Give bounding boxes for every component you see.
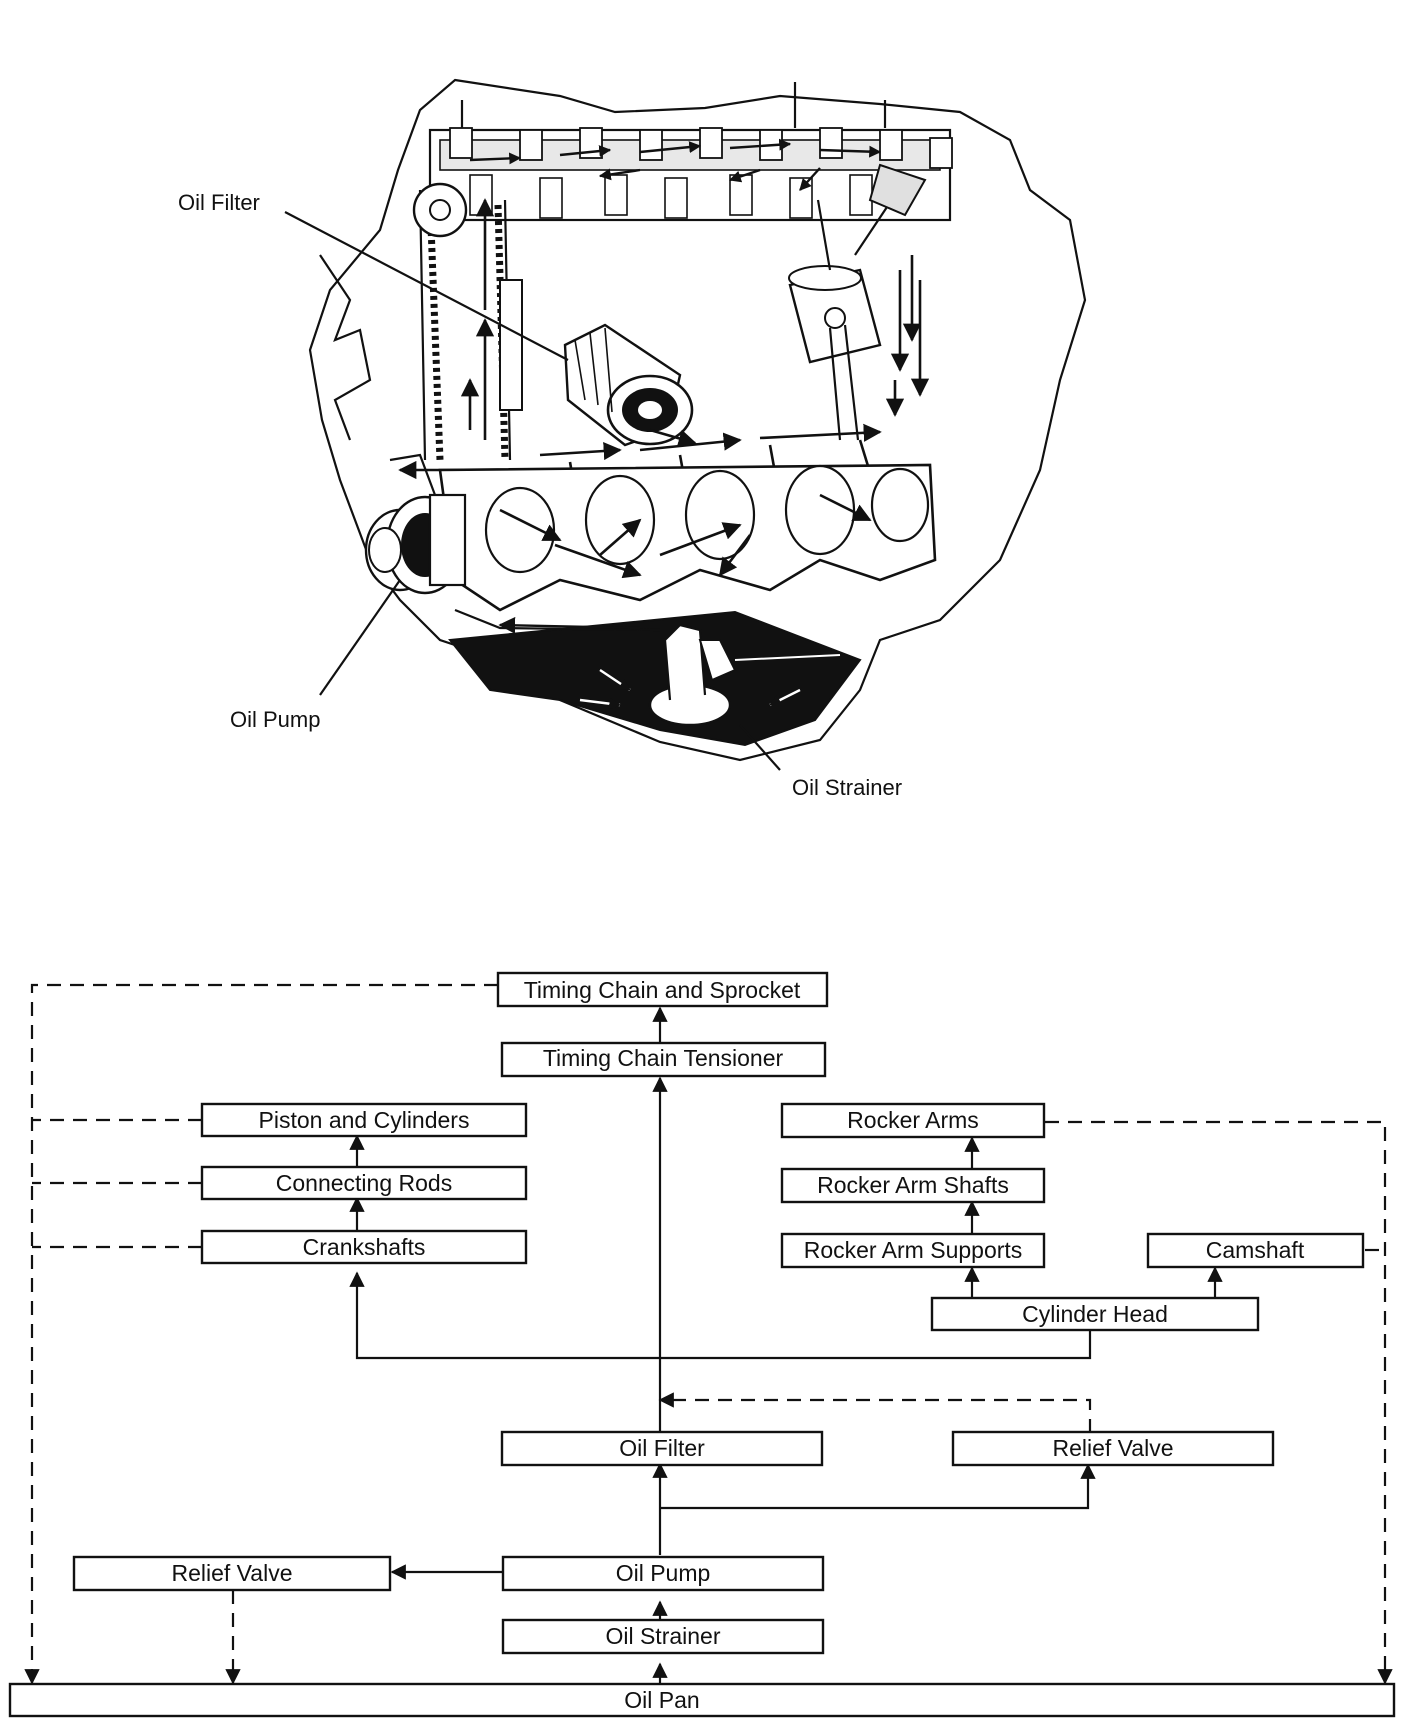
- engine-mount-outline: [319, 254, 372, 441]
- engine-block-outline: [308, 78, 1087, 762]
- cylinder-head-assembly: [428, 82, 953, 222]
- oil-pump-leader: [319, 579, 401, 696]
- rocker-arms-box: Rocker Arms: [780, 1102, 1046, 1139]
- oil-pan-illustration: [448, 608, 862, 747]
- oil-strainer-box-label: Oil Strainer: [605, 1623, 720, 1649]
- timing-chain-sprocket-label: Timing Chain and Sprocket: [524, 977, 801, 1003]
- rocker-arms-label: Rocker Arms: [847, 1107, 979, 1133]
- oil-filter-box: Oil Filter: [500, 1430, 824, 1467]
- timing-chain-tensioner-box: Timing Chain Tensioner: [500, 1041, 827, 1078]
- relief-valve-right-label: Relief Valve: [1052, 1435, 1173, 1461]
- relief-valve-right-box: Relief Valve: [951, 1430, 1275, 1467]
- solid-flow-lines: [349, 1006, 1223, 1683]
- relief-valve-left-box: Relief Valve: [72, 1555, 392, 1592]
- rocker-arm-supports-label: Rocker Arm Supports: [804, 1237, 1023, 1263]
- oil-strainer-label: Oil Strainer: [792, 775, 902, 800]
- connecting-rods-box: Connecting Rods: [200, 1165, 528, 1201]
- oil-filter-leader: [284, 211, 569, 361]
- oil-strainer-leader: [739, 724, 781, 771]
- timing-chain-tensioner-label: Timing Chain Tensioner: [543, 1045, 784, 1071]
- piston-cylinders-box: Piston and Cylinders: [200, 1102, 528, 1138]
- oil-filter-box-label: Oil Filter: [619, 1435, 705, 1461]
- engine-illustration: Oil Filter Oil Pump Oil Strainer: [178, 78, 1087, 800]
- lubrication-flowchart: Timing Chain and Sprocket Timing Chain T…: [8, 971, 1396, 1718]
- oil-strainer-box: Oil Strainer: [501, 1618, 825, 1655]
- rocker-arm-shafts-label: Rocker Arm Shafts: [817, 1172, 1009, 1198]
- oil-pan-box-label: Oil Pan: [624, 1687, 699, 1713]
- crankshaft: [364, 453, 937, 612]
- cylinder-head-label: Cylinder Head: [1022, 1301, 1168, 1327]
- camshaft-box: Camshaft: [1146, 1232, 1365, 1269]
- dashed-return-lines: [24, 983, 1393, 1685]
- oil-filter-label: Oil Filter: [178, 190, 260, 215]
- crankshafts-label: Crankshafts: [303, 1234, 426, 1260]
- connecting-rods-label: Connecting Rods: [276, 1170, 452, 1196]
- camshaft-label: Camshaft: [1206, 1237, 1305, 1263]
- oil-pump-box: Oil Pump: [501, 1555, 825, 1592]
- crankshafts-box: Crankshafts: [200, 1229, 528, 1265]
- oil-filter-canister: [563, 323, 694, 447]
- cylinder-head-box: Cylinder Head: [930, 1296, 1260, 1332]
- relief-valve-left-label: Relief Valve: [171, 1560, 292, 1586]
- oil-pump-box-label: Oil Pump: [616, 1560, 711, 1586]
- oil-pump-label: Oil Pump: [230, 707, 320, 732]
- piston-cylinders-label: Piston and Cylinders: [259, 1107, 470, 1133]
- rocker-arm-shafts-box: Rocker Arm Shafts: [780, 1167, 1046, 1204]
- oil-pan-box: Oil Pan: [8, 1682, 1396, 1718]
- rocker-arm-supports-box: Rocker Arm Supports: [780, 1232, 1046, 1269]
- timing-chain: [412, 182, 523, 461]
- piston-assembly: [788, 163, 930, 441]
- timing-chain-sprocket-box: Timing Chain and Sprocket: [496, 971, 829, 1008]
